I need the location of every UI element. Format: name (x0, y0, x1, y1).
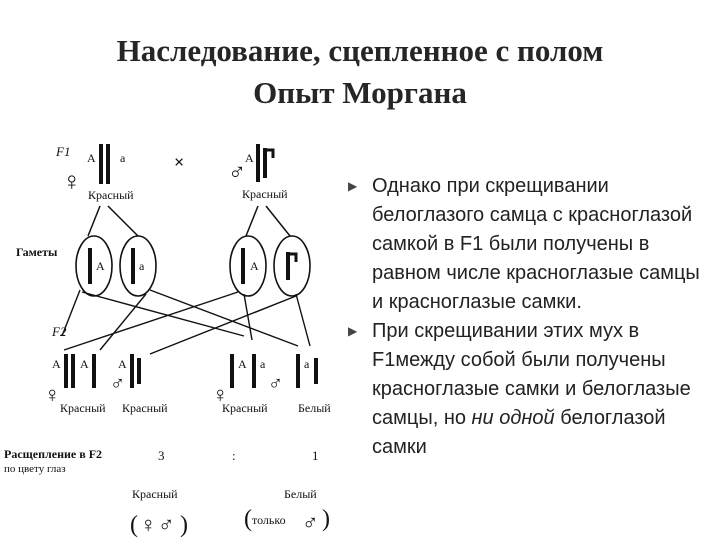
allele-label: a (139, 259, 145, 273)
bullet-item: ▶ При скрещивании этих мух в F1между соб… (348, 317, 710, 462)
phenotype-label: Красный (122, 401, 168, 415)
allele-label: A (87, 151, 96, 165)
female-symbol: ♀ (212, 382, 229, 407)
title-line-1: Наследование, сцепленное с полом (116, 33, 604, 68)
chromosome-x (106, 144, 110, 184)
ratio-left: 3 (158, 448, 165, 463)
bullet-text-tail: белоглазой самки (372, 407, 666, 458)
gamete-male-2 (273, 235, 311, 297)
chromosome-y (263, 148, 267, 178)
bullet-arrow-icon: ▶ (348, 179, 358, 193)
male-symbol: ♂ (158, 512, 175, 537)
chromosome-y-hook (267, 148, 275, 158)
chromosome-x (99, 144, 103, 184)
chromosome-x (92, 354, 96, 388)
chromosome-x (241, 248, 245, 284)
bullet-emphasis: ни одной (471, 407, 555, 429)
male-symbol: ♂ (228, 160, 246, 186)
female-symbol: ♀ (44, 382, 61, 407)
only-word: только (252, 513, 286, 527)
male-symbol: ♂ (302, 510, 319, 535)
gen-f1-label: F1 (55, 144, 70, 159)
paren-open: ( (244, 506, 252, 532)
paren-close: ) (180, 512, 188, 538)
bullet-item: ▶ Однако при скрещивании белоглазого сам… (348, 172, 710, 317)
chromosome-x (64, 354, 68, 388)
f2-offspring-1: A A ♀ Красный (44, 354, 106, 415)
ratio-separator: : (232, 448, 236, 463)
slide-title: Наследование, сцепленное с полом Опыт Мо… (0, 30, 720, 114)
gamete-connector (245, 205, 291, 237)
split-label-line-1: Расщепление в F2 (4, 447, 102, 461)
chromosome-x (88, 248, 92, 284)
phenotype-label: Красный (242, 187, 288, 201)
phenotype-label: Красный (222, 401, 268, 415)
gamete-female-2: a (119, 235, 157, 297)
bullet-list: ▶ Однако при скрещивании белоглазого сам… (348, 172, 710, 462)
allele-label: A (250, 259, 259, 273)
summary-left-label: Красный (132, 487, 178, 501)
male-symbol: ♂ (110, 373, 125, 395)
allele-label: A (245, 151, 254, 165)
bullet-text: Однако при скрещивании белоглазого самца… (372, 175, 700, 313)
phenotype-label: Красный (60, 401, 106, 415)
cross-sign: × (174, 152, 184, 172)
phenotype-label: Белый (298, 401, 331, 415)
summary-right-label: Белый (284, 487, 317, 501)
allele-label: a (120, 151, 126, 165)
female-symbol: ♀ (140, 512, 157, 537)
chromosome-y-hook (290, 252, 298, 262)
phenotype-label: Красный (88, 188, 134, 202)
chromosome-y (286, 252, 290, 280)
female-symbol: ♀ (62, 167, 82, 196)
f2-offspring-2: A ♂ Красный (110, 354, 168, 415)
bullet-text: При скрещивании этих мух в F1между собой… (372, 320, 691, 429)
gamete-female-1: A (75, 235, 113, 297)
gamete-connector (87, 205, 139, 237)
chromosome-x (230, 354, 234, 388)
gen-f2-label: F2 (51, 324, 67, 339)
chromosome-y (314, 358, 318, 384)
chromosome-x (130, 354, 134, 388)
chromosome-x (256, 144, 260, 182)
male-symbol: ♂ (268, 373, 283, 395)
allele-label: a (260, 357, 266, 371)
title-line-2: Опыт Моргана (253, 75, 467, 110)
summary-right-sexes: ( только ♂ ) (244, 506, 330, 535)
gametes-label: Гаметы (16, 245, 58, 259)
chromosome-y (137, 358, 141, 384)
cross-lines (61, 289, 311, 355)
paren-close: ) (322, 506, 330, 532)
f2-offspring-4: a ♂ Белый (268, 354, 331, 415)
allele-label: a (304, 357, 310, 371)
f2-offspring-3: A a ♀ Красный (212, 354, 268, 415)
allele-label: A (80, 357, 89, 371)
parent-male: ♂ A Красный (228, 144, 288, 201)
split-label-line-2: по цвету глаз (4, 463, 66, 475)
ratio-right: 1 (312, 448, 319, 463)
allele-label: A (96, 259, 105, 273)
allele-label: A (52, 357, 61, 371)
chromosome-x (131, 248, 135, 284)
allele-label: A (118, 357, 127, 371)
chromosome-x (71, 354, 75, 388)
bullet-arrow-icon: ▶ (348, 324, 358, 338)
allele-label: A (238, 357, 247, 371)
morgan-cross-diagram: F1 F2 Гаметы ♀ A a Красный × ♂ A Красный… (4, 144, 331, 538)
chromosome-x (296, 354, 300, 388)
parent-female: ♀ A a Красный (62, 144, 134, 202)
paren-open: ( (130, 512, 138, 538)
gamete-male-1: A (229, 235, 267, 297)
summary-left-sexes: ( ♀ ♂ ) (130, 512, 188, 538)
chromosome-x (252, 354, 256, 388)
